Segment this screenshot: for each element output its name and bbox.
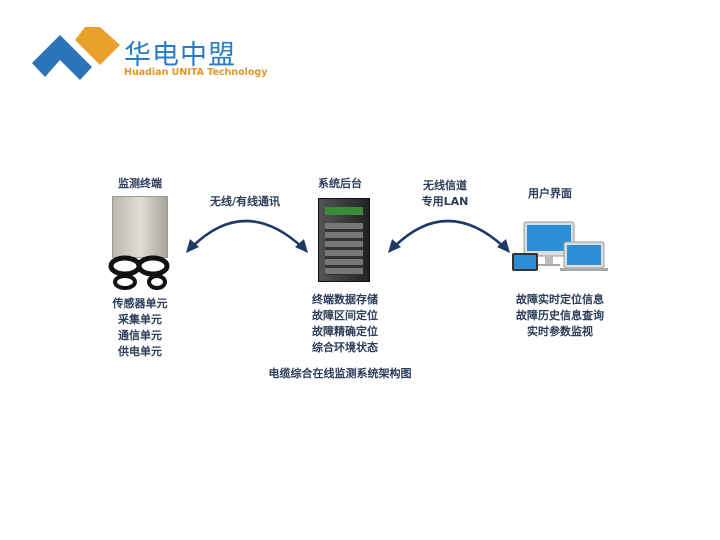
link-right-line1: 无线信道 (423, 179, 467, 192)
link-left-label: 无线/有线通讯 (209, 195, 281, 208)
backend-title: 系统后台 (318, 177, 362, 190)
diagram-caption: 电缆综合在线监测系统架构图 (268, 367, 412, 380)
backend-items: 终端数据存储 故障区间定位 故障精确定位 综合环境状态 (295, 292, 395, 356)
terminal-items: 传感器单元 采集单元 通信单元 供电单元 (95, 296, 185, 360)
terminal-title: 监测终端 (118, 177, 162, 190)
terminal-item: 传感器单元 (112, 297, 168, 310)
devices-icon (512, 221, 608, 271)
logo-name-en: Huadian UNITA Technology (124, 67, 268, 78)
backend-item: 综合环境状态 (312, 341, 378, 354)
link-right-label: 无线信道 专用LAN (405, 178, 485, 210)
bidirectional-arrow-right-icon (388, 219, 510, 253)
backend-item: 终端数据存储 (312, 293, 378, 306)
server-tower-icon (318, 198, 370, 282)
ui-item: 故障实时定位信息 (516, 293, 604, 306)
ui-items: 故障实时定位信息 故障历史信息查询 实时参数监视 (500, 292, 620, 340)
terminal-item: 通信单元 (118, 329, 162, 342)
ui-item: 故障历史信息查询 (516, 309, 604, 322)
logo-mark-icon (32, 27, 120, 80)
terminal-item: 供电单元 (118, 345, 162, 358)
sensor-coils-icon (108, 255, 170, 290)
monitoring-cabinet-icon (112, 196, 168, 258)
backend-item: 故障区间定位 (312, 309, 378, 322)
ui-item: 实时参数监视 (527, 325, 593, 338)
terminal-item: 采集单元 (118, 313, 162, 326)
bidirectional-arrow-left-icon (186, 219, 308, 253)
logo-name-cn: 华电中盟 (124, 40, 236, 71)
backend-item: 故障精确定位 (312, 325, 378, 338)
link-right-line2: 专用LAN (421, 195, 469, 208)
ui-title: 用户界面 (528, 187, 572, 200)
